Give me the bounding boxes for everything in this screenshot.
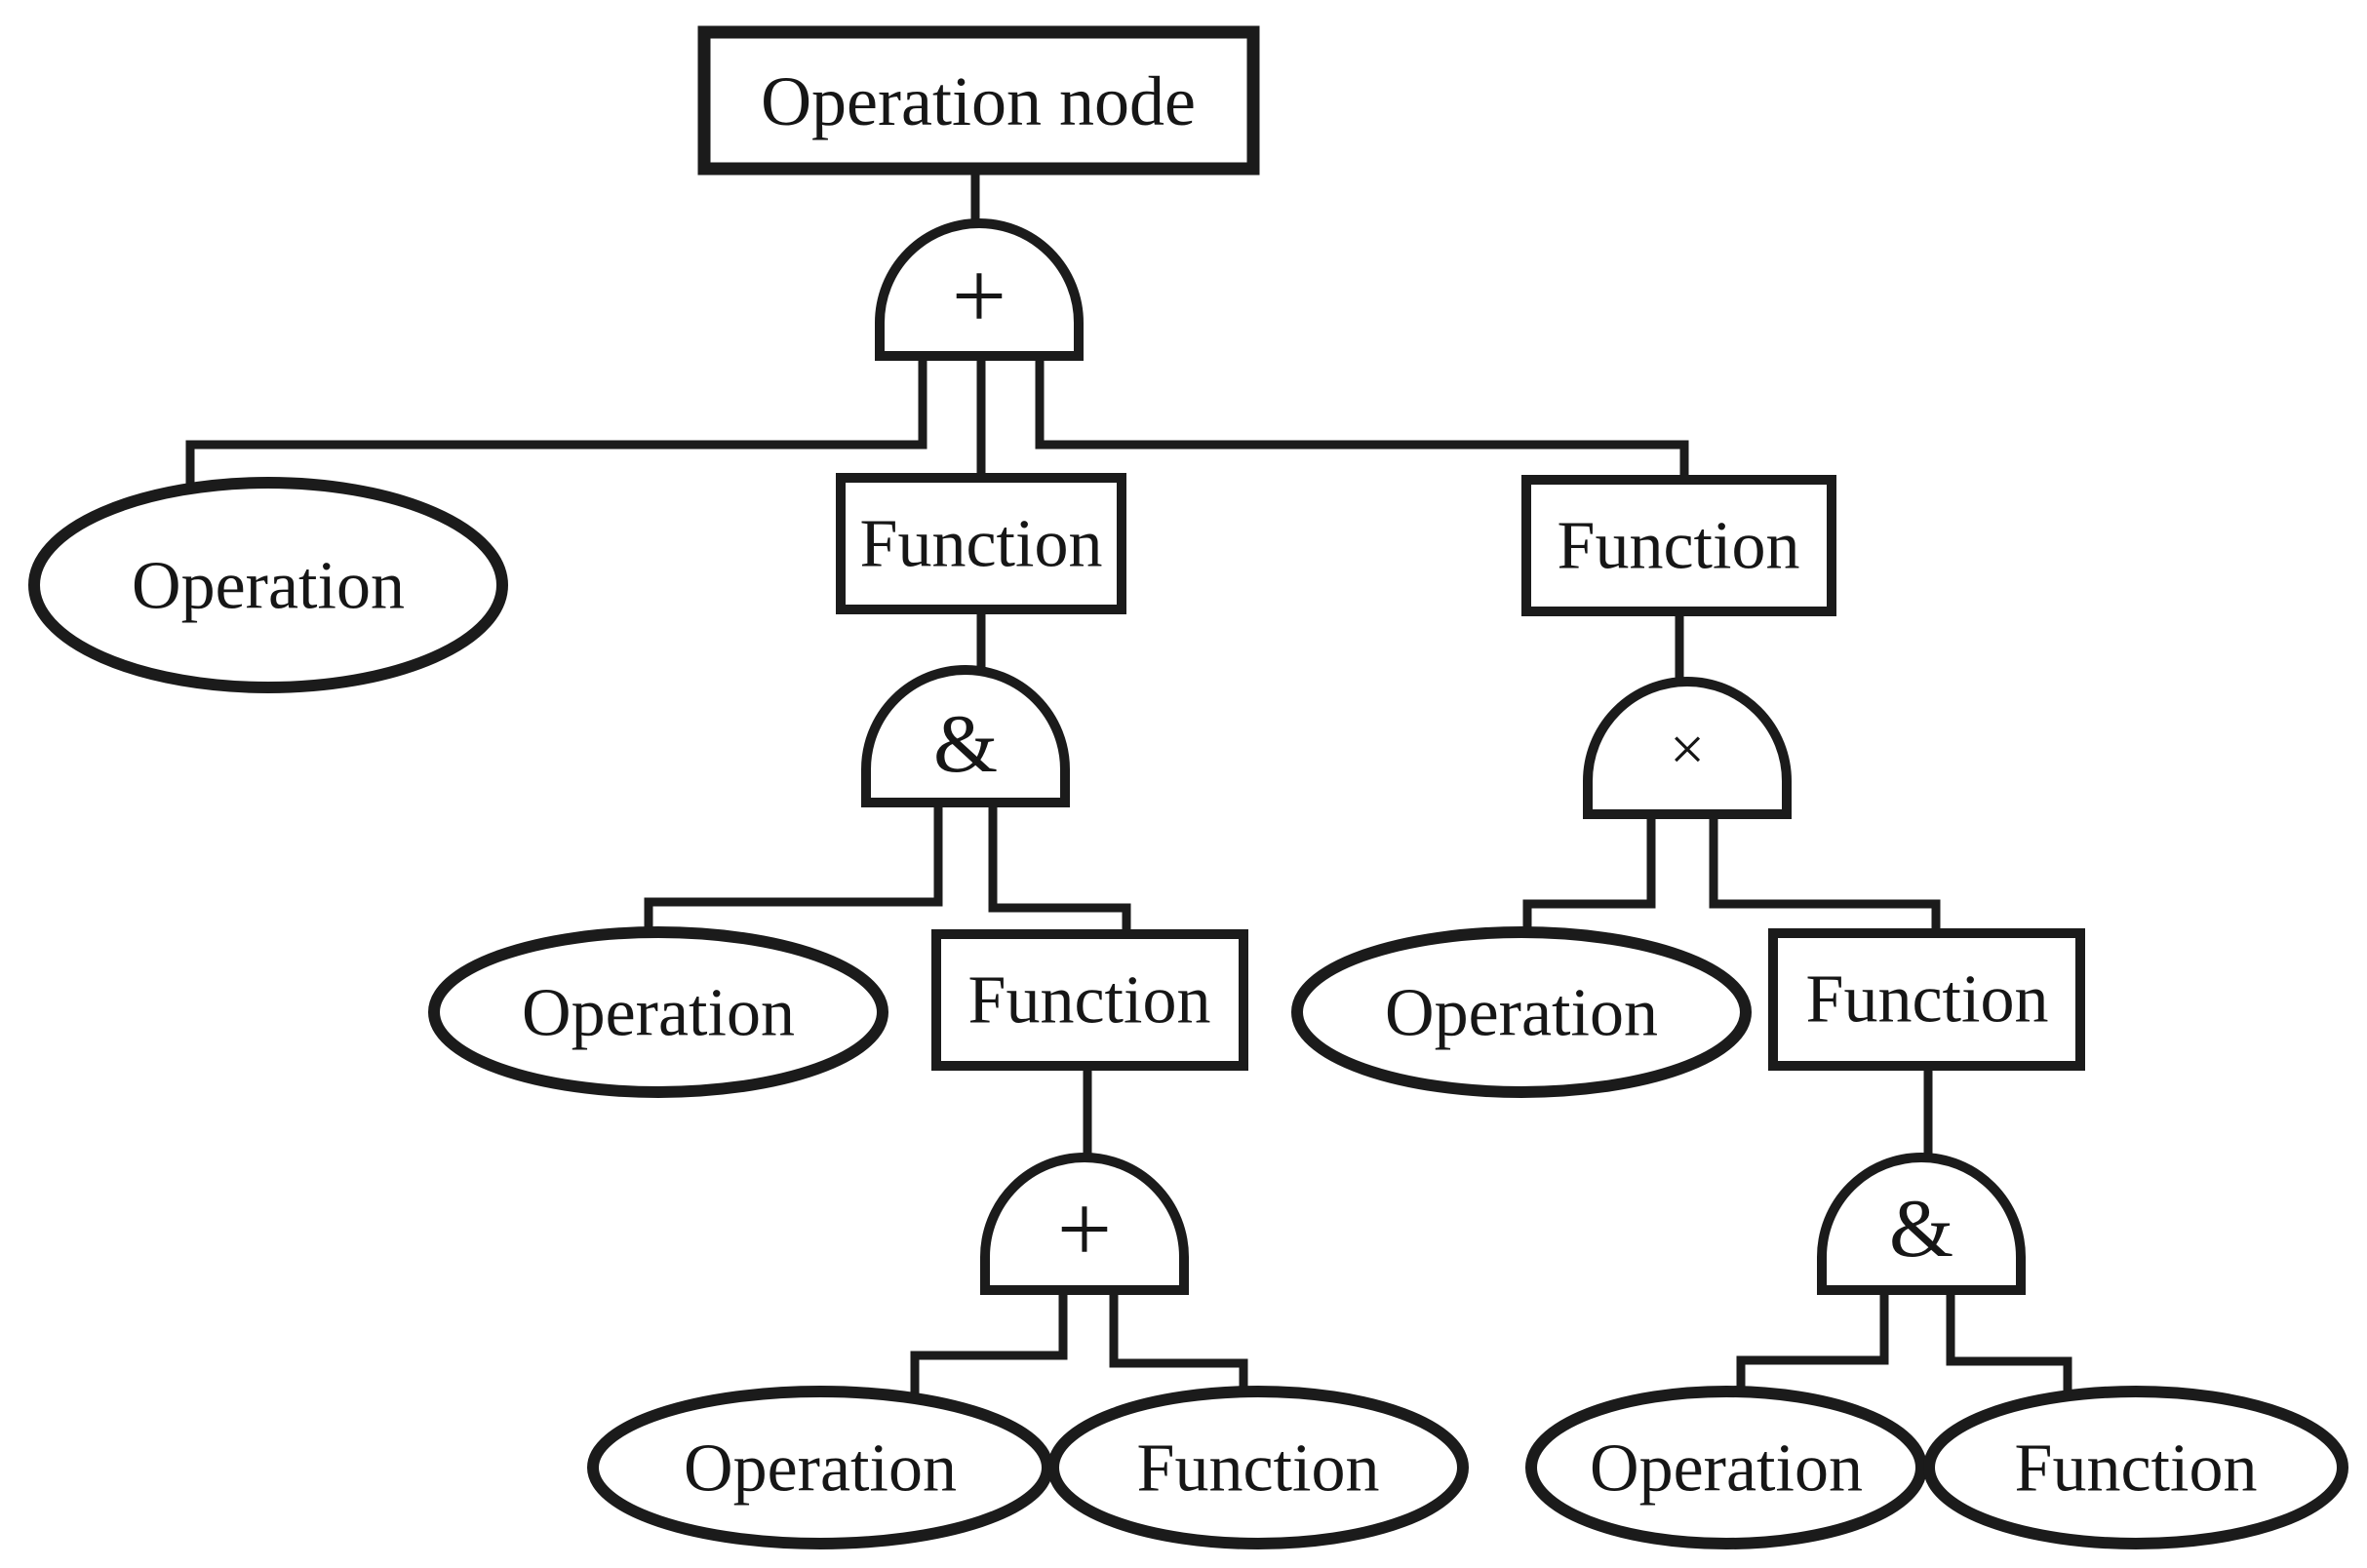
and-gate-right-sub-shape bbox=[1817, 1153, 2026, 1295]
gate-or-mid-sub: + bbox=[980, 1153, 1189, 1295]
l2-operation-right-ellipse bbox=[1291, 926, 1752, 1098]
l3-operation-right-label: Operation bbox=[1590, 1431, 1863, 1507]
l1-function-right-box bbox=[1521, 475, 1836, 616]
l2-function-right-box bbox=[1768, 928, 2085, 1071]
l3-function-mid-ellipse bbox=[1047, 1386, 1469, 1549]
l1-function-right-label: Function bbox=[1558, 509, 1800, 584]
and-gate-mid-symbol: & bbox=[933, 698, 998, 790]
l1-operation-label: Operation bbox=[132, 549, 405, 624]
node-l2-function-mid: Function bbox=[931, 929, 1248, 1071]
branch-midsub-left bbox=[910, 1280, 1068, 1411]
branch-mid-right bbox=[988, 793, 1131, 949]
node-operation-root: Operation node bbox=[697, 25, 1260, 176]
node-l2-operation-right: Operation bbox=[1291, 926, 1752, 1098]
l3-function-right-ellipse bbox=[1923, 1386, 2348, 1549]
or-gate-shape bbox=[875, 218, 1084, 361]
gate-mult-right: × bbox=[1583, 677, 1792, 819]
mult-gate-shape bbox=[1583, 677, 1792, 819]
l2-operation-right-label: Operation bbox=[1385, 976, 1658, 1051]
gate-and-right-sub: & bbox=[1817, 1153, 2026, 1295]
gate-or-root: + bbox=[875, 218, 1084, 361]
l1-function-mid-label: Function bbox=[860, 507, 1103, 582]
l2-function-right-label: Function bbox=[1806, 962, 2049, 1038]
node-l1-function-right: Function bbox=[1521, 475, 1836, 616]
node-l3-operation-mid: Operation bbox=[587, 1386, 1053, 1549]
node-l1-operation: Operation bbox=[28, 477, 508, 693]
l2-operation-mid-ellipse bbox=[428, 926, 888, 1098]
node-l3-function-mid: Function bbox=[1047, 1386, 1469, 1549]
or-gate-symbol: + bbox=[952, 242, 1006, 350]
node-l3-operation-right: Operation bbox=[1525, 1386, 1927, 1549]
operation-root-label: Operation node bbox=[761, 62, 1196, 140]
node-l3-function-right: Function bbox=[1923, 1386, 2348, 1549]
and-gate-mid-shape bbox=[861, 665, 1070, 807]
branch-right-right bbox=[1709, 804, 1941, 946]
or-gate-mid-sub-symbol: + bbox=[1057, 1175, 1112, 1283]
node-l1-function-mid: Function bbox=[836, 473, 1126, 614]
operation-root-box bbox=[697, 25, 1260, 176]
node-l2-operation-mid: Operation bbox=[428, 926, 888, 1098]
l3-function-mid-label: Function bbox=[1137, 1431, 1380, 1507]
node-l2-function-right: Function bbox=[1768, 928, 2085, 1071]
l3-function-right-label: Function bbox=[2015, 1431, 2258, 1507]
l1-operation-ellipse bbox=[28, 477, 508, 693]
l3-operation-right-ellipse bbox=[1525, 1386, 1927, 1549]
branch-root-left bbox=[185, 346, 927, 512]
or-gate-mid-sub-shape bbox=[980, 1153, 1189, 1295]
connectors bbox=[185, 164, 2072, 1417]
l3-operation-mid-label: Operation bbox=[684, 1431, 957, 1507]
mult-gate-symbol: × bbox=[1670, 715, 1705, 784]
gate-and-mid: & bbox=[861, 665, 1070, 807]
and-gate-right-sub-symbol: & bbox=[1889, 1183, 1953, 1274]
branch-rightsub-left bbox=[1736, 1280, 1889, 1411]
l2-function-mid-label: Function bbox=[968, 963, 1211, 1039]
l2-operation-mid-label: Operation bbox=[522, 976, 795, 1051]
branch-root-right bbox=[1035, 346, 1689, 492]
branch-rightsub-right bbox=[1946, 1280, 2072, 1417]
l2-function-mid-box bbox=[931, 929, 1248, 1071]
l1-function-mid-box bbox=[836, 473, 1126, 614]
